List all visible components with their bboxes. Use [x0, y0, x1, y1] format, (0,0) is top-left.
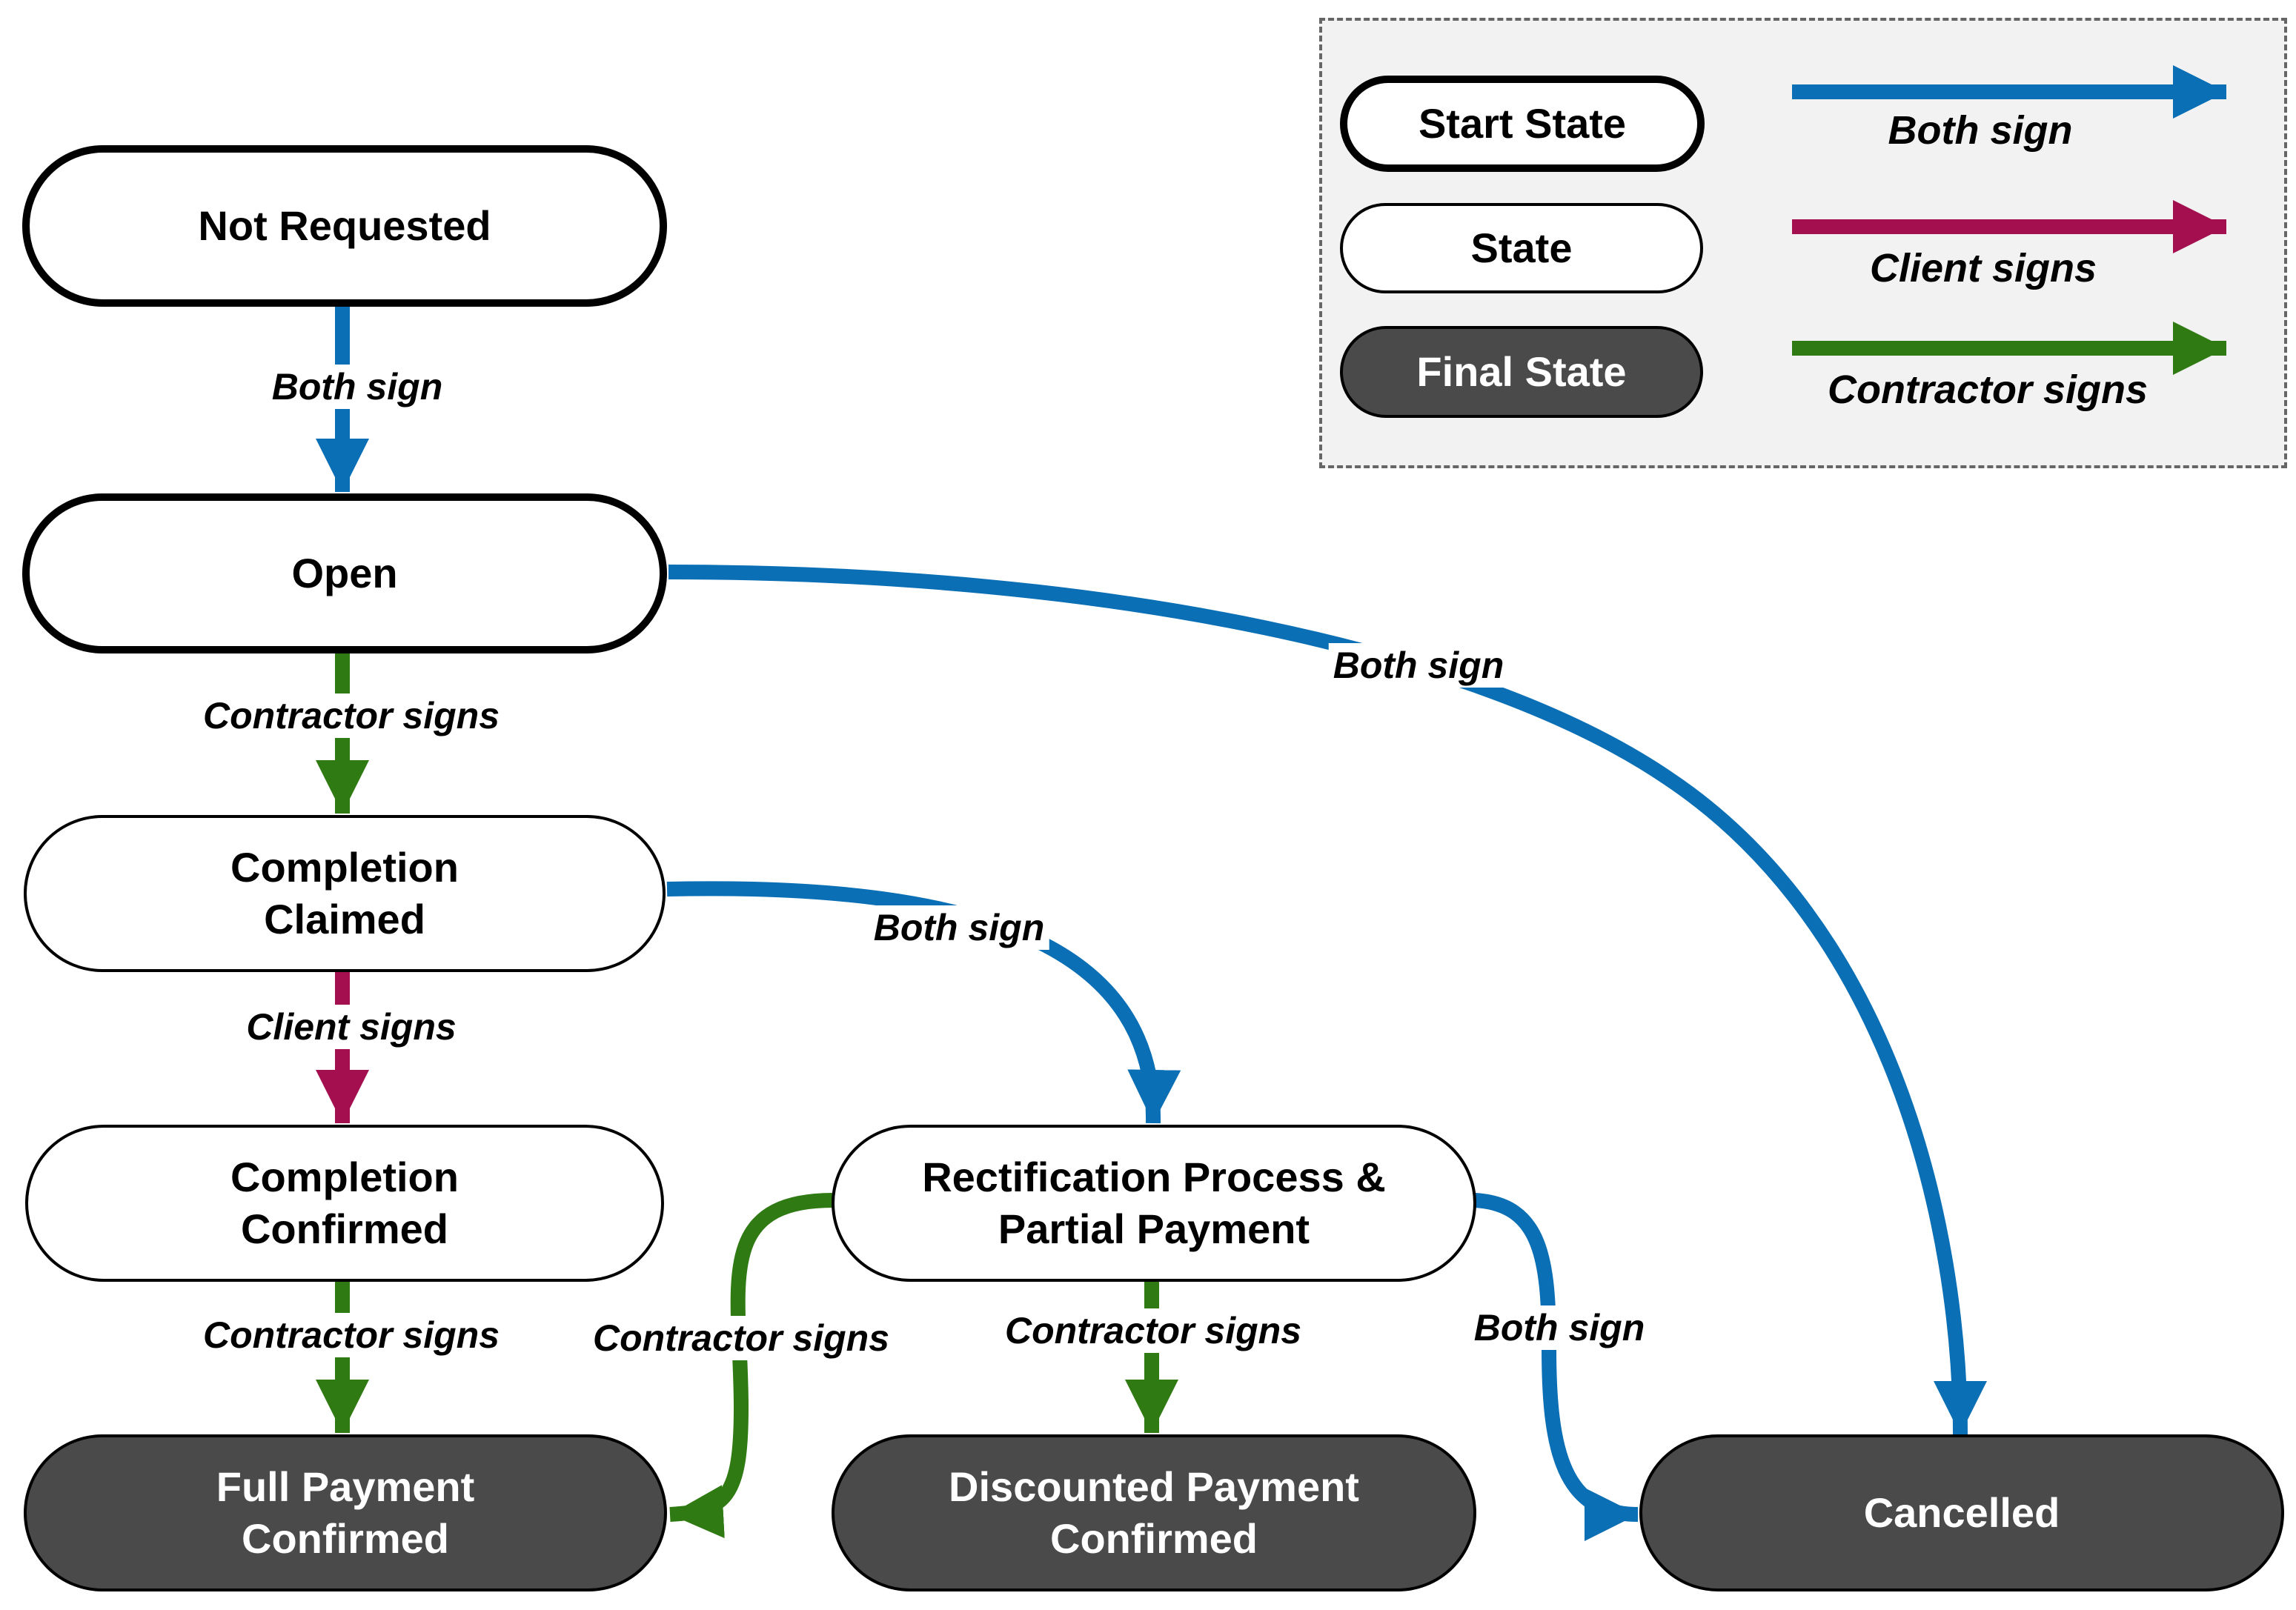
legend-state-label: State	[1470, 224, 1573, 271]
state-discounted-payment-confirmed: Discounted Payment Confirmed	[832, 1434, 1476, 1591]
edge-rectification-to-full-payment	[669, 1193, 834, 1539]
state-full-payment-confirmed: Full Payment Confirmed	[24, 1434, 667, 1591]
state-full-payment-line2: Confirmed	[242, 1515, 449, 1562]
state-full-payment-line1: Full Payment	[216, 1463, 475, 1510]
legend-start-state: Start State	[1340, 76, 1705, 172]
edge-open-to-cancelled	[668, 565, 1987, 1435]
state-cancelled: Cancelled	[1639, 1434, 2284, 1591]
state-rectification-line1: Rectification Process &	[922, 1154, 1386, 1200]
label-open-to-cancelled: Both sign	[1328, 643, 1509, 688]
legend-contractor-signs-label: Contractor signs	[1827, 367, 2149, 412]
label-rectification-to-cancelled: Both sign	[1469, 1305, 1650, 1350]
state-completion-claimed: Completion Claimed	[24, 815, 666, 972]
label-rectification-to-full-payment: Contractor signs	[588, 1316, 895, 1360]
legend-start-state-label: Start State	[1418, 100, 1627, 147]
label-confirmed-to-full-payment: Contractor signs	[198, 1313, 505, 1357]
legend-final-state-label: Final State	[1416, 348, 1627, 395]
state-not-requested: Not Requested	[22, 145, 667, 307]
state-not-requested-label: Not Requested	[198, 202, 491, 249]
state-rectification: Rectification Process & Partial Payment	[832, 1125, 1476, 1282]
state-completion-confirmed: Completion Confirmed	[25, 1125, 664, 1282]
legend-state: State	[1340, 203, 1703, 293]
state-discounted-payment-line2: Confirmed	[1050, 1515, 1258, 1562]
state-completion-confirmed-line1: Completion	[230, 1154, 459, 1200]
state-completion-confirmed-line2: Confirmed	[240, 1205, 448, 1252]
label-not-requested-to-open: Both sign	[267, 365, 448, 409]
state-open: Open	[22, 493, 667, 653]
legend-client-signs-label: Client signs	[1869, 246, 2097, 290]
label-open-to-claimed: Contractor signs	[198, 693, 505, 738]
legend-final-state: Final State	[1340, 326, 1703, 418]
state-cancelled-label: Cancelled	[1863, 1489, 2060, 1536]
state-open-label: Open	[291, 550, 398, 596]
legend-both-sign-label: Both sign	[1888, 108, 2073, 153]
label-claimed-to-confirmed: Client signs	[242, 1005, 461, 1049]
state-rectification-line2: Partial Payment	[998, 1205, 1310, 1252]
state-discounted-payment-line1: Discounted Payment	[949, 1463, 1359, 1510]
state-completion-claimed-line1: Completion	[230, 844, 459, 891]
state-completion-claimed-line2: Claimed	[264, 896, 425, 942]
label-claimed-to-rectification: Both sign	[869, 905, 1049, 950]
label-rectification-to-discounted: Contractor signs	[1000, 1308, 1307, 1353]
